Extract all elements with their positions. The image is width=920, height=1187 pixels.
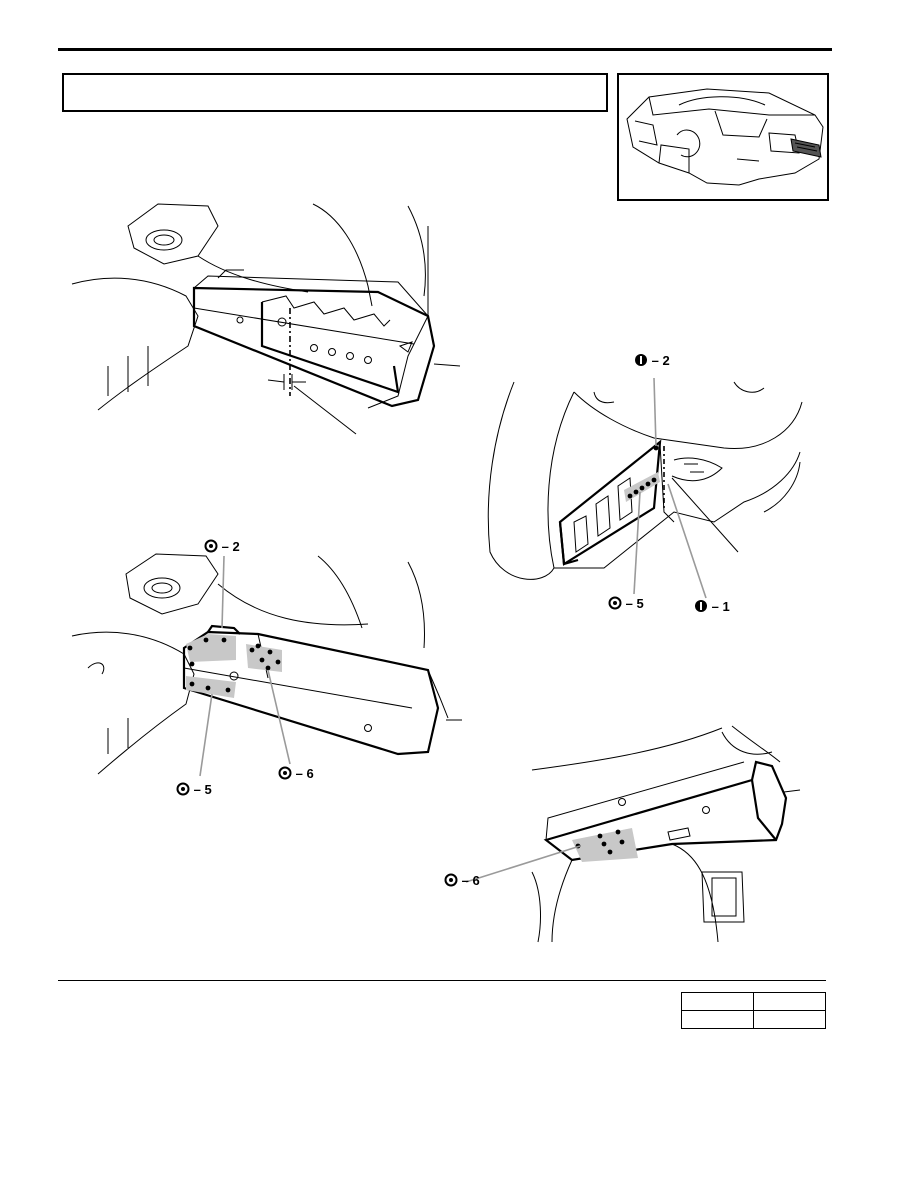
page-ref-cell	[753, 992, 826, 1011]
circle-dot-icon	[204, 539, 218, 553]
callout-plug-weld-1: – 1	[694, 599, 730, 614]
circle-dot-icon	[444, 873, 458, 887]
filled-circle-bar-icon	[635, 354, 647, 366]
callout-spot-weld-5-lower: – 5	[176, 782, 212, 797]
footer-rule	[58, 980, 826, 981]
callout-spot-weld-6-lower: – 6	[444, 873, 480, 888]
filled-circle-bar-icon	[695, 600, 707, 612]
header-rule	[58, 48, 832, 51]
callout-spot-weld-5: – 5	[608, 596, 644, 611]
callout-spot-weld-6: – 6	[278, 766, 314, 781]
rear-panel-weld-figure	[487, 377, 803, 599]
callout-plug-weld-2: – 2	[634, 353, 670, 368]
callout-spot-weld-2: – 2	[204, 539, 240, 554]
circle-dot-icon	[176, 782, 190, 796]
page-ref-cell	[681, 1010, 754, 1029]
locator-inset	[617, 73, 829, 201]
page-ref-cell	[681, 992, 754, 1011]
car-body-locator-icon	[626, 88, 824, 186]
circle-dot-icon	[608, 596, 622, 610]
page-ref-cell	[753, 1010, 826, 1029]
member-underside-weld-figure	[465, 725, 801, 943]
circle-dot-icon	[278, 766, 292, 780]
title-box	[62, 73, 608, 112]
page-reference-table	[681, 992, 826, 1029]
side-member-installed-figure	[71, 553, 462, 777]
side-member-cut-figure	[71, 203, 461, 435]
